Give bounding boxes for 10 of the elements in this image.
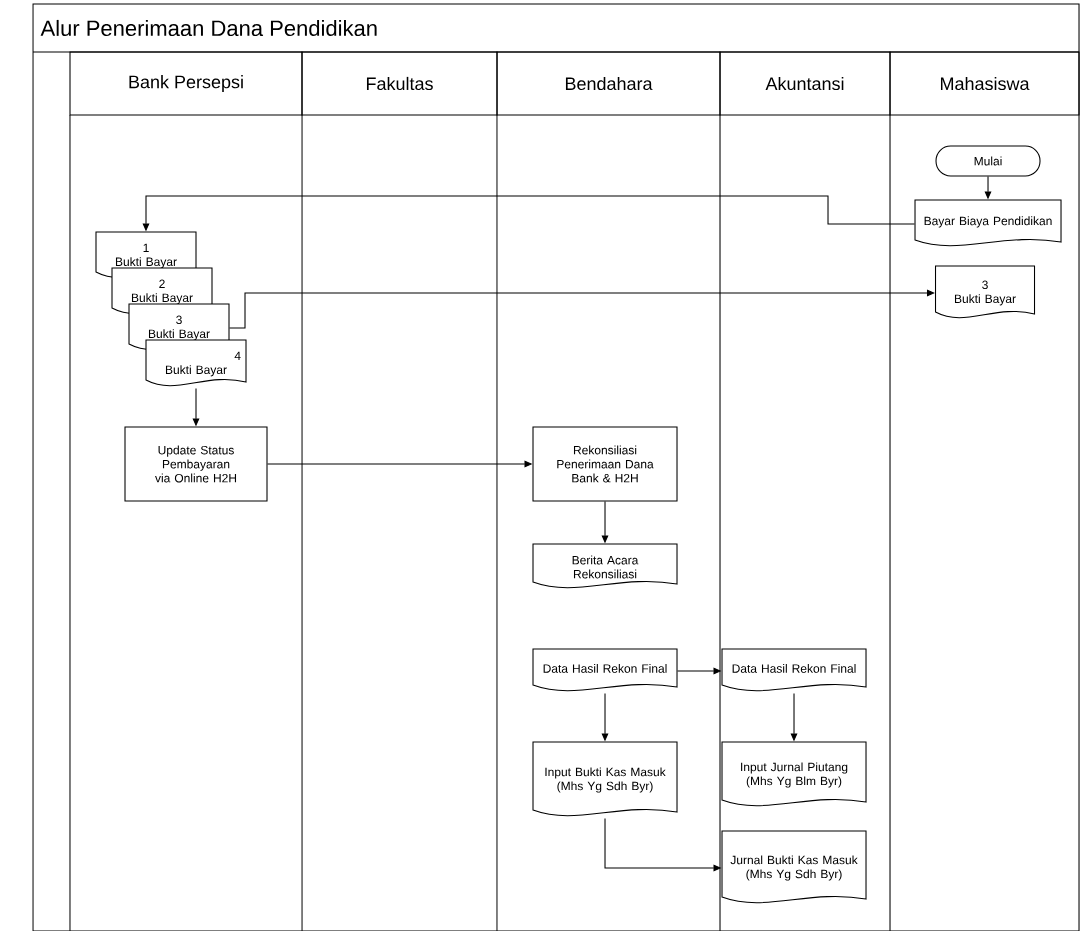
lane-header: Mahasiswa xyxy=(889,51,1080,116)
arrow xyxy=(229,289,935,329)
process-box: Rekonsiliasi Penerimaan Dana Bank & H2H xyxy=(532,426,678,502)
lane-header: Bank Persepsi xyxy=(69,51,303,116)
start-terminator: Mulai xyxy=(935,145,1041,177)
lane-header: Bendahara xyxy=(496,51,721,116)
process-box: Update Status Pembayaran via Online H2H xyxy=(124,426,268,502)
lane-header: Akuntansi xyxy=(719,51,891,116)
title: Alur Penerimaan Dana Pendidikan xyxy=(40,19,377,37)
lane-header: Fakultas xyxy=(301,51,498,116)
